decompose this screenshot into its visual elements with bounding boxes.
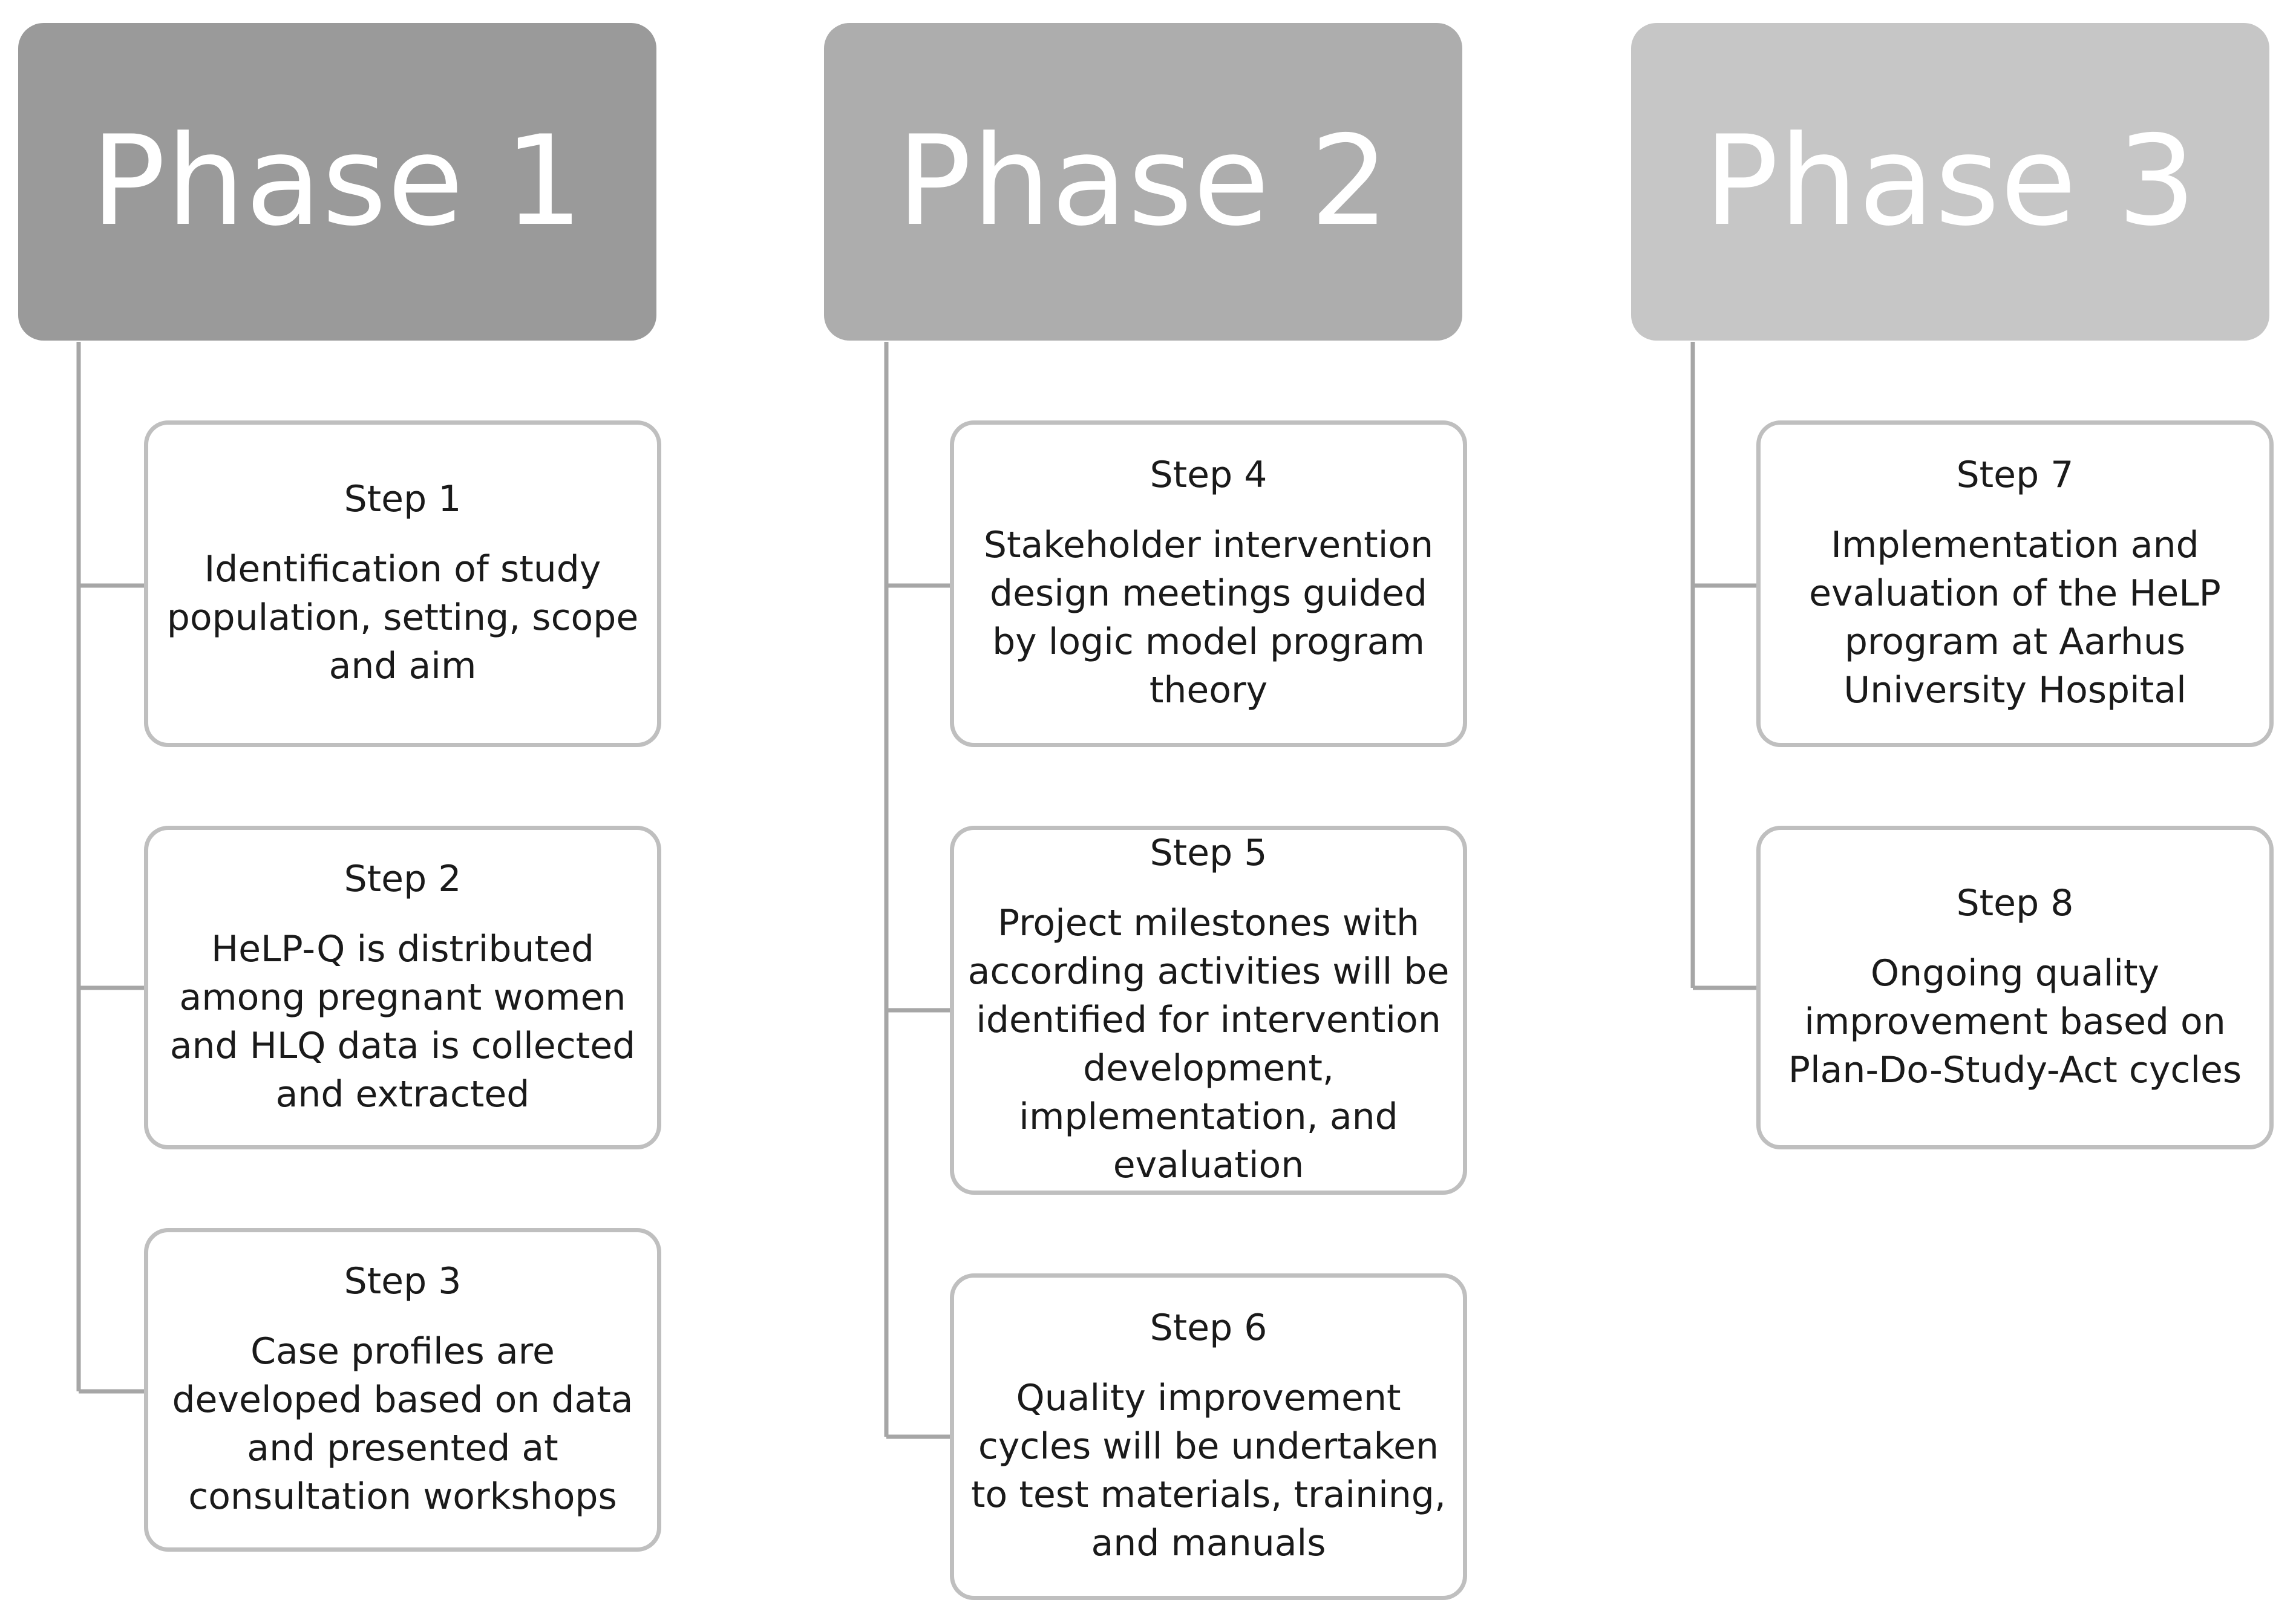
step-5-text: Project milestones with according activi… bbox=[967, 902, 1450, 1186]
phase-3-header: Phase 3 bbox=[1631, 23, 2269, 341]
step-8-label: Step 8 bbox=[1956, 881, 2074, 924]
phase-2-header: Phase 2 bbox=[824, 23, 1462, 341]
step-5-box: Step 5 Project milestones with according… bbox=[950, 826, 1467, 1195]
step-4-label: Step 4 bbox=[1150, 454, 1267, 496]
step-1-label: Step 1 bbox=[344, 478, 462, 520]
step-3-box: Step 3 Case profiles are developed based… bbox=[144, 1228, 661, 1552]
step-2-label: Step 2 bbox=[344, 857, 462, 900]
step-2-text: HeLP-Q is distributed among pregnant wom… bbox=[169, 927, 636, 1116]
phase-2-title: Phase 2 bbox=[897, 109, 1390, 253]
step-6-label: Step 6 bbox=[1150, 1307, 1267, 1349]
step-2-box: Step 2 HeLP-Q is distributed among pregn… bbox=[144, 826, 661, 1149]
step-8-text: Ongoing quality improvement based on Pla… bbox=[1788, 952, 2242, 1091]
phase-1-header: Phase 1 bbox=[18, 23, 656, 341]
step-1-box: Step 1 Identification of study populatio… bbox=[144, 420, 661, 747]
step-3-label: Step 3 bbox=[344, 1259, 462, 1302]
step-6-text: Quality improvement cycles will be under… bbox=[971, 1377, 1446, 1564]
step-3-text: Case profiles are developed based on dat… bbox=[172, 1330, 633, 1518]
step-7-label: Step 7 bbox=[1956, 454, 2074, 496]
step-5-label: Step 5 bbox=[1150, 832, 1267, 874]
phase-1-title: Phase 1 bbox=[91, 109, 584, 253]
step-1-text: Identification of study population, sett… bbox=[166, 548, 639, 687]
step-4-text: Stakeholder intervention design meetings… bbox=[983, 524, 1434, 711]
step-7-text: Implementation and evaluation of the HeL… bbox=[1809, 524, 2221, 711]
step-6-box: Step 6 Quality improvement cycles will b… bbox=[950, 1273, 1467, 1600]
phase-3-title: Phase 3 bbox=[1704, 109, 2197, 253]
step-8-box: Step 8 Ongoing quality improvement based… bbox=[1756, 826, 2274, 1149]
step-4-box: Step 4 Stakeholder intervention design m… bbox=[950, 420, 1467, 747]
step-7-box: Step 7 Implementation and evaluation of … bbox=[1756, 420, 2274, 747]
